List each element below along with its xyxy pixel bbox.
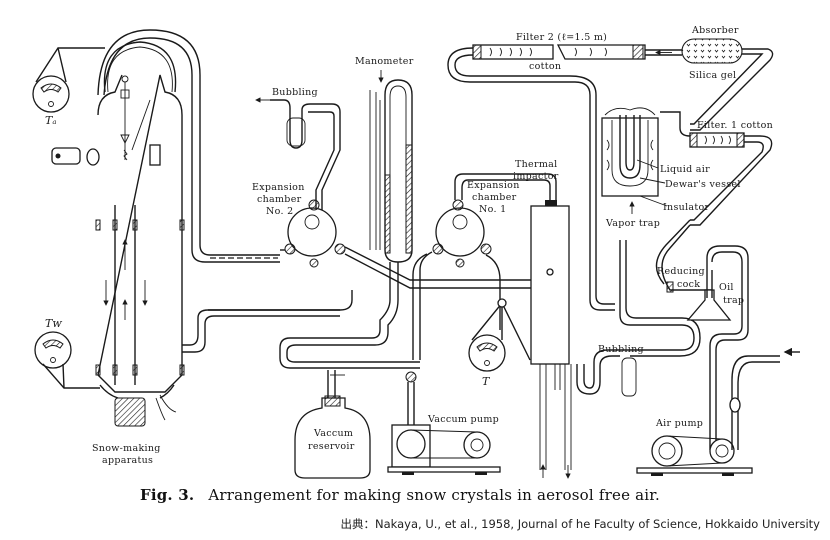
label-dewars-vessel: Dewar's vessel [665,179,741,190]
thermometer-tw: Tᴡ [34,317,100,389]
label-tw: Tᴡ [45,317,62,330]
figure-source: 出典：Nakaya, U., et al., 1958, Journal of … [340,517,820,531]
label-exp1-3: No. 1 [479,204,506,215]
label-vacuum-reservoir-2: reservoir [308,441,355,452]
vacuum-pump: Vaccum pump [387,371,501,475]
label-t: T [482,375,491,388]
filter-1: Filter. 1 cotton [660,111,773,226]
label-oil: Oil [719,282,734,293]
bubbler-right: Bubbling [576,240,701,397]
label-thermal: Thermal [515,159,557,170]
figure-number: Fig. 3. [140,486,195,504]
label-liquid-air: Liquid air [660,164,710,175]
label-absorber: Absorber [691,25,739,36]
label-vacuum-reservoir-1: Vaccum [313,428,353,439]
thermometer-ta: Tₐ [32,47,105,127]
label-exp1-2: chamber [472,192,517,203]
filter-2: Filter 2 (ℓ=1.5 m) cotton [447,32,682,118]
figure-title: Arrangement for making snow crystals in … [208,486,660,504]
label-manometer: Manometer [355,56,414,67]
bubbler-left: Bubbling [255,87,341,215]
label-silica-gel: Silica gel [689,70,736,81]
vacuum-reservoir: Vaccum reservoir [294,370,371,479]
label-exp2-3: No. 2 [266,206,293,217]
light-source [51,147,81,165]
label-trap: trap [723,295,744,306]
label-bubbling-left: Bubbling [272,87,318,98]
label-insulator: Insulator [663,202,710,213]
air-pump: Air pump [636,347,800,476]
snow-making-apparatus [51,41,340,427]
label-vacuum-pump: Vaccum pump [427,414,499,425]
expansion-chamber-1: Expansion chamber No. 1 [412,173,557,360]
middle-tubing [208,262,420,376]
vapor-trap: Liquid air Dewar's vessel Insulator Vapo… [589,107,741,311]
figure-caption: Fig. 3. Arrangement for making snow cryst… [140,486,660,504]
label-filter1: Filter. 1 cotton [697,120,773,131]
label-ta: Tₐ [45,114,56,127]
label-snow-making-2: apparatus [102,455,153,466]
manometer: Manometer [355,56,414,263]
thermometer-t: T [468,298,531,388]
label-filter2: Filter 2 (ℓ=1.5 m) [516,32,607,43]
absorber: Absorber Silica gel [681,25,774,131]
expansion-chamber-2: Expansion chamber No. 2 [252,182,560,289]
label-reducing: Reducing [657,266,705,277]
label-snow-making-1: Snow-making [92,443,161,454]
label-impactor: impactor [513,171,559,182]
label-air-pump: Air pump [655,418,703,429]
label-vapor-trap: Vapor trap [605,218,660,229]
label-exp2-2: chamber [257,194,302,205]
label-cock: cock [677,279,700,290]
label-exp2-1: Expansion [252,182,305,193]
return-tube [97,29,280,263]
label-exp1-1: Expansion [467,180,520,191]
thermal-impactor: Thermal impactor [513,159,572,479]
label-filter2-cotton: cotton [529,61,561,72]
oil-trap: Reducing cock Oil trap [655,219,749,450]
cooling-box [114,397,146,427]
